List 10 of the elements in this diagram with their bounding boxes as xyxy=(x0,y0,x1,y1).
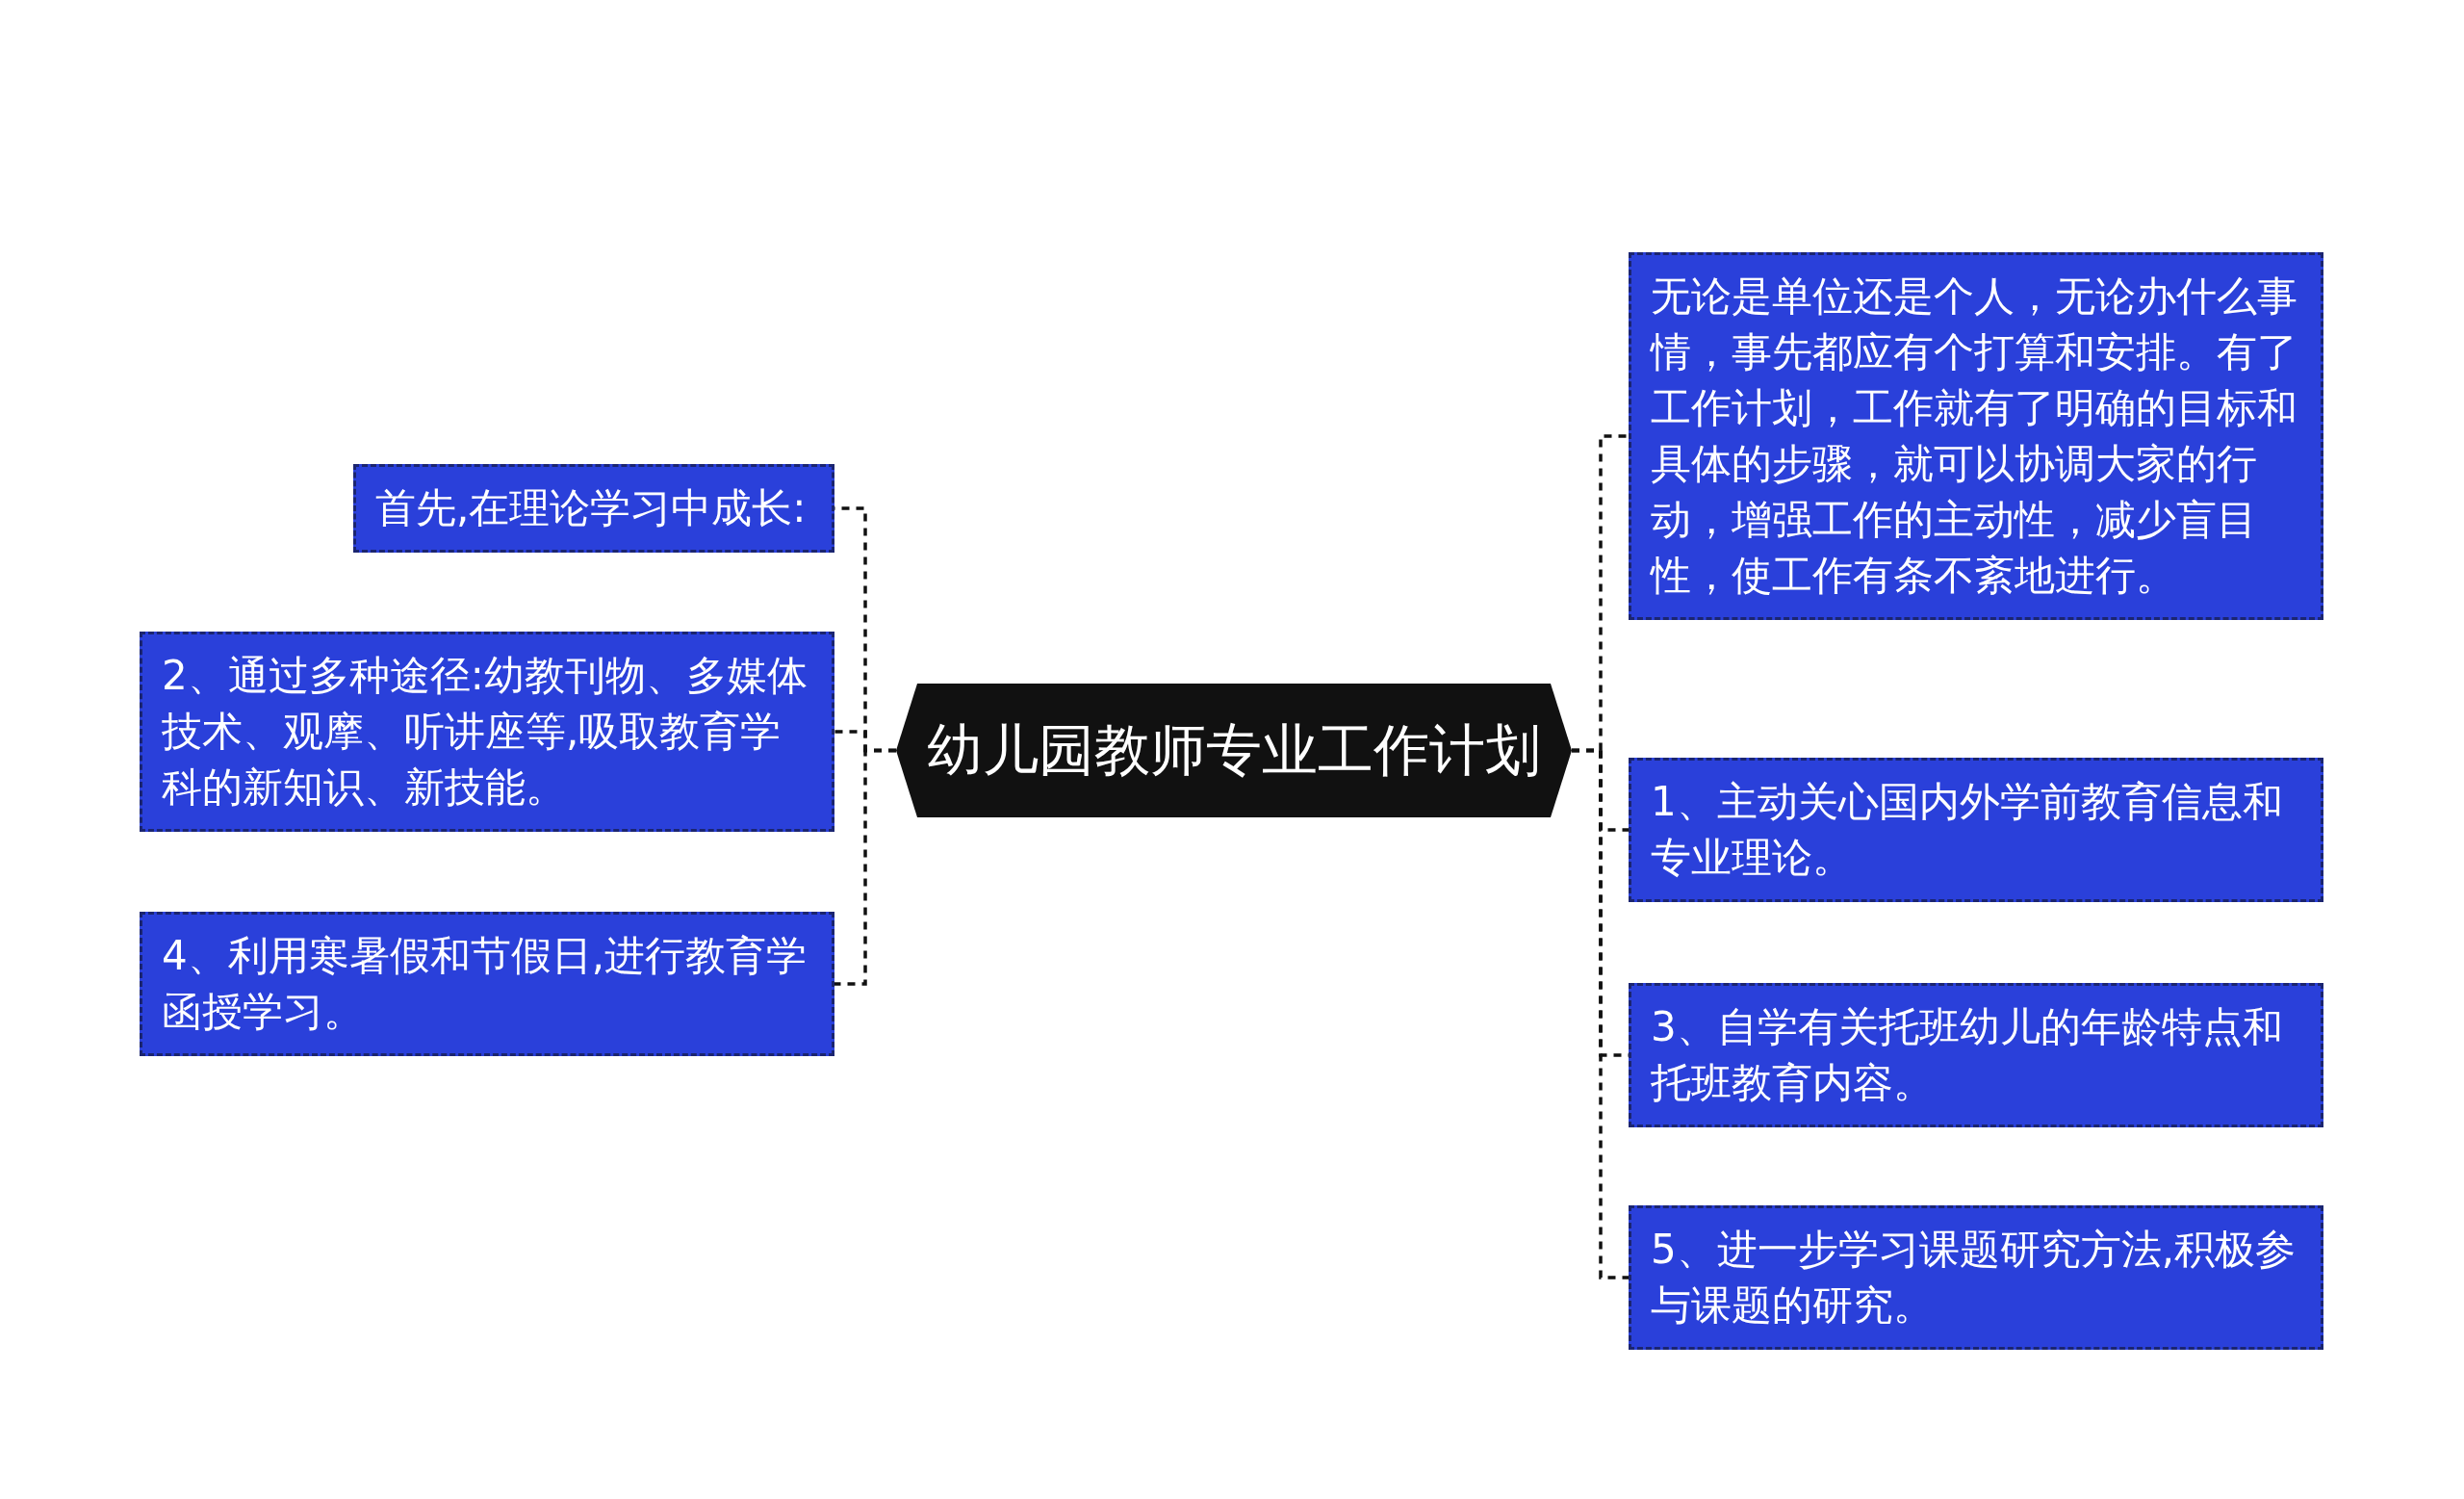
topic-hexagon: 幼儿园教师专业工作计划 xyxy=(896,684,1572,817)
topic-box: 首先,在理论学习中成长: xyxy=(353,464,834,553)
topic-box: 4、利用寒暑假和节假日,进行教育学函授学习。 xyxy=(140,912,834,1056)
topic-box: 2、通过多种途径:幼教刊物、多媒体技术、观摩、听讲座等,吸取教育学科的新知识、新技能。 xyxy=(140,632,834,832)
connector-line xyxy=(1572,748,1629,1279)
topic-box: 3、自学有关托班幼儿的年龄特点和托班教育内容。 xyxy=(1629,983,2323,1127)
topic-box: 无论是单位还是个人，无论办什么事情，事先都应有个打算和安排。有了工作计划，工作就有了明确的目标和具体的步骤，就可以协调大家的行动，增强工作的主动性，减少盲目性，使工作有条不紊地进行。 xyxy=(1629,252,2323,620)
topic-box: 5、进一步学习课题研究方法,积极参与课题的研究。 xyxy=(1629,1205,2323,1350)
topic-box: 1、主动关心国内外学前教育信息和专业理论。 xyxy=(1629,758,2323,902)
connector-line xyxy=(834,748,896,986)
